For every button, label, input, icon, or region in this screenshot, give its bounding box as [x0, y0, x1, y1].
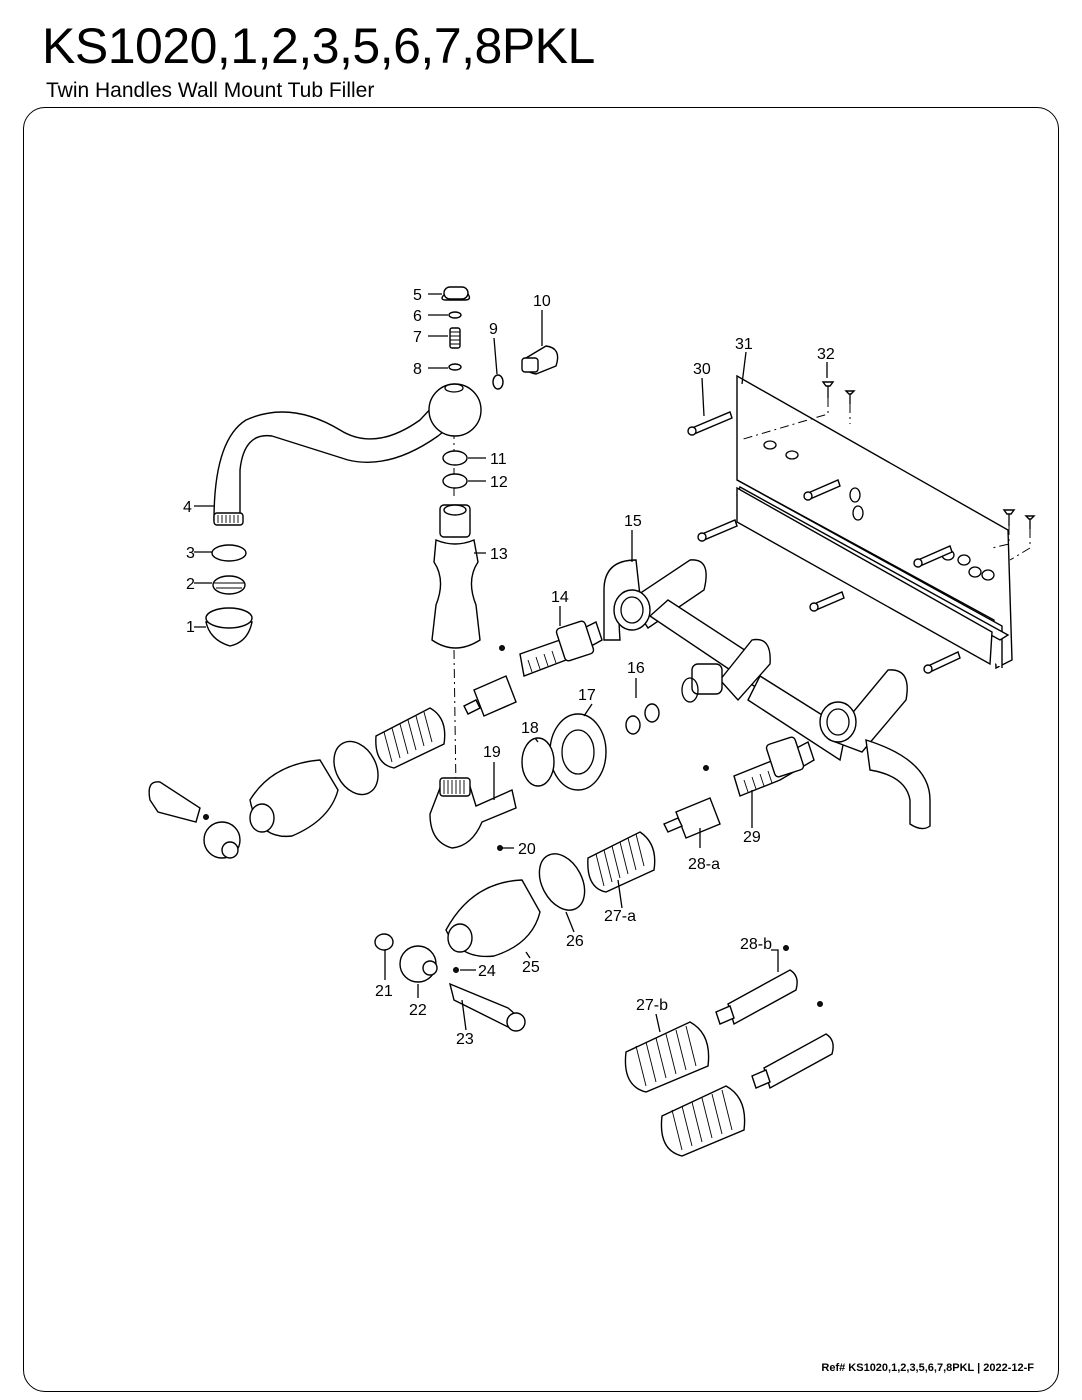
part-cartridge-14: [519, 620, 603, 677]
part-oring-9: [492, 374, 504, 390]
callout-labels: 1 2 3 4 5 6 7 8 9 10 11 12 13 14 15 16 1…: [183, 287, 835, 1048]
part-sleeve-upper: [375, 707, 446, 769]
reference-footer: Ref# KS1020,1,2,3,5,6,7,8PKL | 2022-12-F: [821, 1362, 1034, 1374]
part-valve-body: [603, 559, 931, 830]
part-aerator-housing: [205, 607, 253, 647]
part-end-cap-10: [521, 345, 559, 375]
part-spout: [213, 383, 482, 526]
callout-1: 1: [186, 619, 195, 636]
model-number: KS1020,1,2,3,5,6,7,8PKL: [42, 18, 595, 74]
part-screws-32: [739, 381, 1036, 561]
callout-15: 15: [624, 513, 642, 530]
callout-9: 9: [489, 321, 498, 338]
part-washer-8: [448, 363, 462, 371]
leader-lines: [194, 293, 828, 1033]
part-sleeve-27b: [624, 1021, 710, 1093]
part-spout-base: [431, 504, 481, 649]
part-lever-23: [448, 982, 526, 1032]
part-oring-16b: [644, 703, 660, 723]
part-spout-elbow: [429, 777, 517, 849]
callout-14: 14: [551, 589, 569, 606]
callout-29: 29: [743, 829, 761, 846]
part-aerator-washer: [211, 544, 247, 562]
callout-12: 12: [490, 474, 508, 491]
part-button-21: [374, 933, 394, 951]
part-oring-16a: [625, 715, 641, 735]
part-handle-upper: [148, 781, 241, 859]
callout-27b: 27-b: [636, 997, 668, 1014]
callout-25: 25: [522, 959, 540, 976]
part-screw-7: [449, 327, 461, 349]
part-mounting-bracket: [736, 374, 1013, 670]
part-washer-6: [448, 311, 462, 319]
callout-11: 11: [490, 451, 507, 468]
callout-31: 31: [735, 336, 753, 353]
part-sleeve-27b-alt: [660, 1085, 746, 1157]
callout-23: 23: [456, 1031, 474, 1048]
callout-28a: 28-a: [688, 856, 720, 873]
callout-27a: 27-a: [604, 908, 636, 925]
part-handle-hub-22: [399, 945, 438, 983]
callout-10: 10: [533, 293, 551, 310]
part-oring-11: [442, 450, 468, 466]
part-set-screw-20: [497, 845, 503, 851]
part-stem-extension-28a: [663, 765, 721, 839]
callout-26: 26: [566, 933, 584, 950]
callout-13: 13: [490, 546, 508, 563]
part-cap: [441, 286, 471, 301]
callout-2: 2: [186, 576, 195, 593]
callout-7: 7: [413, 329, 422, 346]
part-sleeve-27a: [587, 831, 656, 893]
diagram-frame: [23, 107, 1059, 1392]
callout-32: 32: [817, 346, 835, 363]
callout-30: 30: [693, 361, 711, 378]
callout-4: 4: [183, 499, 192, 516]
part-flange: [549, 713, 607, 791]
callout-6: 6: [413, 308, 422, 325]
part-screws-30: [687, 411, 961, 674]
callout-24: 24: [478, 963, 496, 980]
part-cartridge-29: [733, 736, 815, 797]
part-set-screw-24: [453, 967, 459, 973]
callout-3: 3: [186, 545, 195, 562]
callout-20: 20: [518, 841, 536, 858]
callout-17: 17: [578, 687, 596, 704]
part-stem-extension-upper: [463, 645, 517, 717]
callout-19: 19: [483, 744, 501, 761]
part-extension-28b: [715, 945, 798, 1026]
product-subtitle: Twin Handles Wall Mount Tub Filler: [46, 79, 375, 102]
callout-8: 8: [413, 361, 422, 378]
part-oring-18: [521, 737, 555, 787]
callout-22: 22: [409, 1002, 427, 1019]
part-aerator-insert: [212, 575, 246, 595]
part-escutcheon-25: [445, 879, 541, 958]
part-oring-12: [442, 473, 468, 489]
callout-16: 16: [627, 660, 645, 677]
part-escutcheon-upper: [249, 759, 339, 838]
part-oring-26: [538, 853, 586, 911]
callout-5: 5: [413, 287, 422, 304]
callout-21: 21: [375, 983, 393, 1000]
part-extension-28b-alt: [751, 1001, 834, 1090]
callout-18: 18: [521, 720, 539, 737]
callout-28b: 28-b: [740, 936, 772, 953]
part-oring-upper: [333, 740, 379, 796]
